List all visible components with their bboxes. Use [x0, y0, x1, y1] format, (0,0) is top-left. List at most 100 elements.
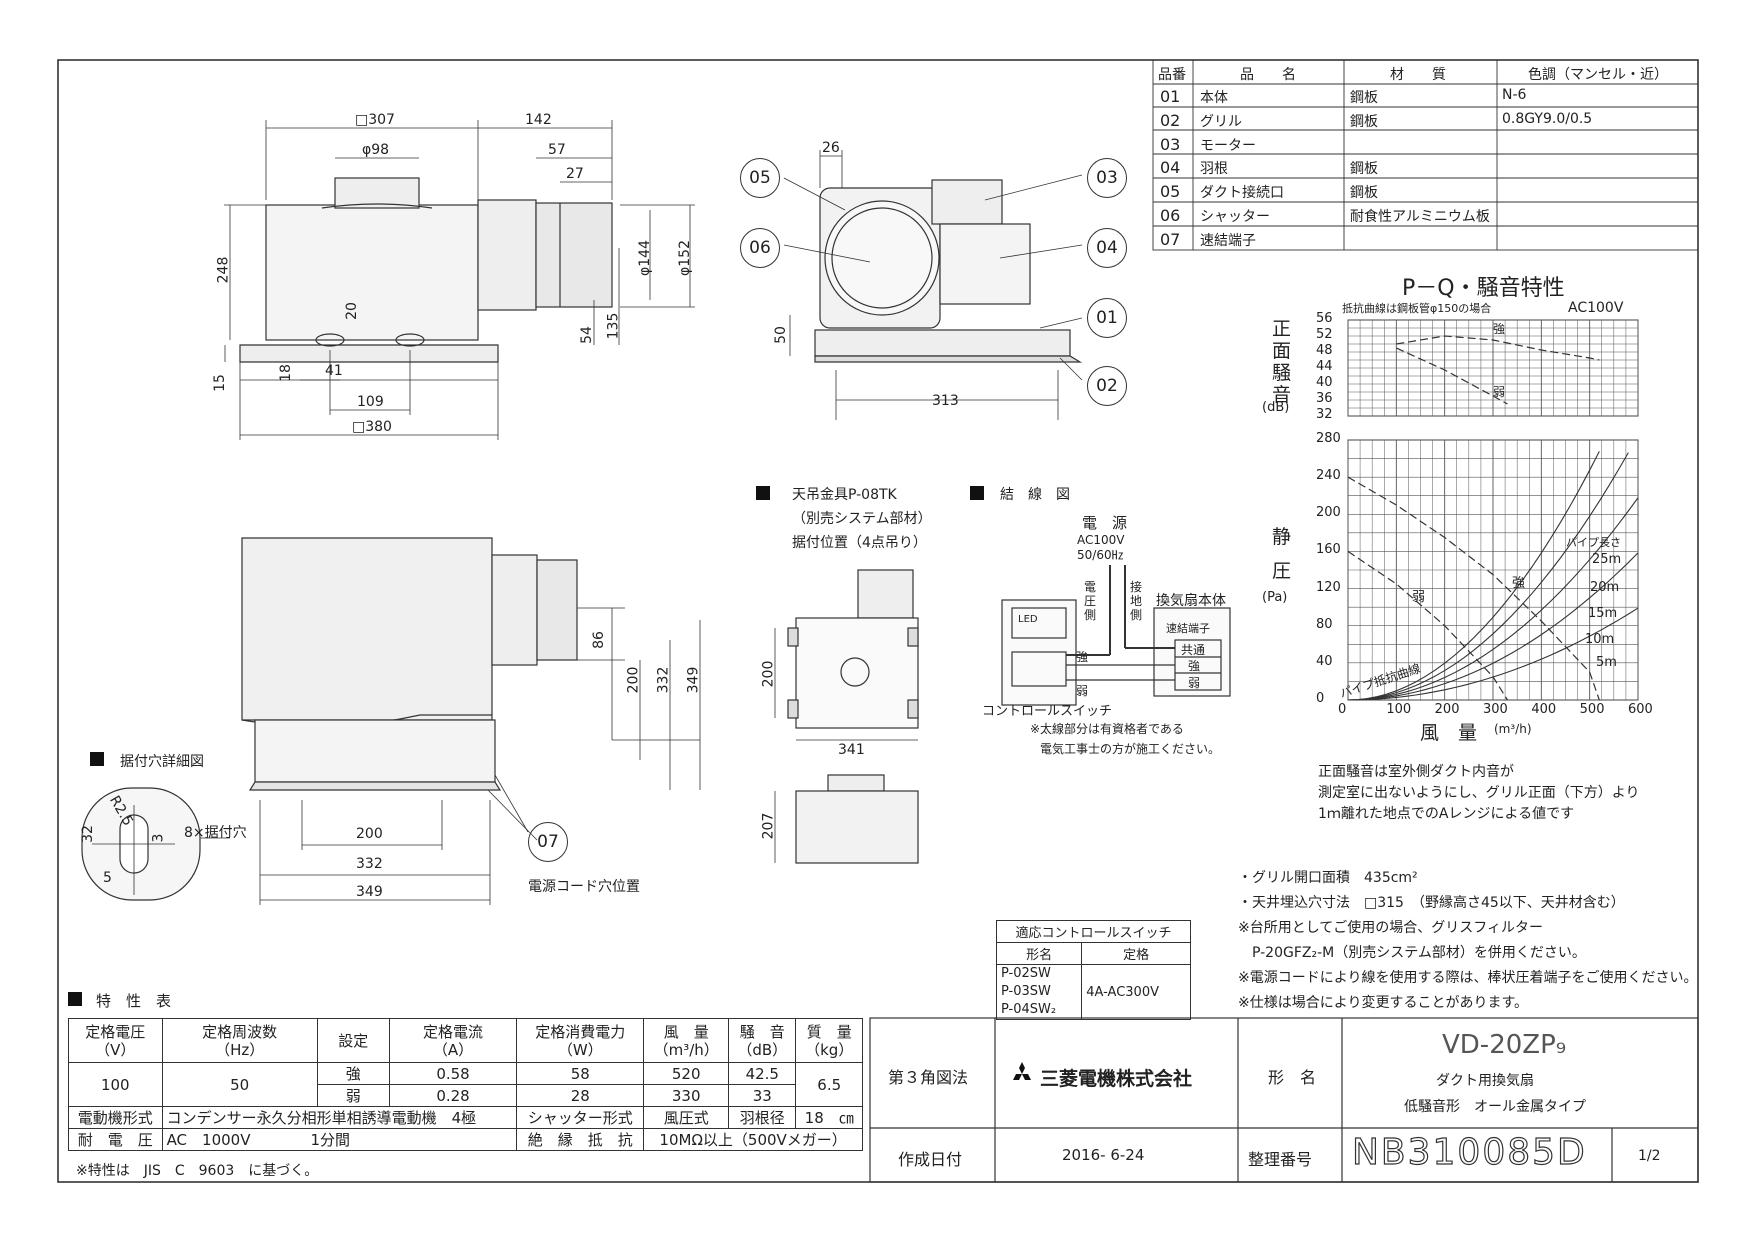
dim-32: 32 [79, 825, 96, 843]
static-pressure-grid [1347, 439, 1639, 701]
side-view-drawing [783, 150, 1083, 420]
spec-h-voltage: 定格電圧 （V） [68, 1018, 163, 1063]
dim-15: 15 [211, 374, 228, 392]
fan-body-label: 換気扇本体 [1156, 593, 1226, 609]
x-tick-label: 100 [1386, 702, 1412, 717]
spec-h-freq: 定格周波数 （Hz） [161, 1018, 318, 1063]
spec-freq: 50 [161, 1062, 318, 1107]
ctrl-model: P-04SW₂ [1001, 1002, 1057, 1017]
sp-axis-unit: (Pa) [1262, 590, 1288, 605]
spec-airflow-strong: 520 [643, 1062, 730, 1085]
parts-cell: 0.8GY9.0/0.5 [1502, 110, 1593, 127]
spec-insul-value: 10MΩ以上（500Vメガー） [643, 1128, 863, 1151]
date-value: 2016- 6-24 [1062, 1146, 1145, 1164]
parts-cell: 06 [1160, 206, 1181, 225]
ctrl-models: P-02SW P-03SW P-04SW₂ [995, 964, 1083, 1020]
spec-mass: 6.5 [795, 1062, 863, 1107]
note-line: P-20GFZ₂-M（別売システム部材）を併用ください。 [1238, 945, 1586, 961]
y-tick-label: 44 [1316, 359, 1333, 374]
parts-cell: 羽根 [1200, 161, 1228, 178]
noise-note: 正面騒音は室外側ダクト内音が 測定室に出ないようにし、グリル正面（下方）より 1… [1318, 762, 1639, 825]
hole-count-label: 8×据付穴 [184, 825, 247, 841]
parts-cell: 鋼板 [1350, 185, 1378, 202]
spec-blade-value: 18 ㎝ [795, 1106, 863, 1129]
doc-number: NB310085D [1351, 1131, 1587, 1173]
dim-27: 27 [566, 166, 584, 182]
dim-sq307: □307 [355, 112, 395, 128]
noise-note-line: 1ｍ離れた地点でのAレンジによる値です [1318, 806, 1575, 822]
pipe-resistance-curve [1347, 607, 1639, 701]
parts-cell: 02 [1160, 110, 1181, 130]
parts-cell: 07 [1160, 229, 1181, 249]
parts-header-material: 材 質 [1390, 67, 1446, 83]
bullet-square [90, 752, 104, 766]
dim-54: 54 [578, 326, 595, 344]
date-label: 作成日付 [898, 1150, 963, 1169]
y-tick-label: 40 [1316, 653, 1333, 669]
y-tick-label: 32 [1316, 407, 1333, 422]
ground-side-label: 接地側 [1130, 580, 1143, 622]
y-tick-label: 52 [1316, 327, 1333, 342]
callout-03: 03 [1087, 158, 1127, 198]
parts-cell: 05 [1160, 182, 1181, 202]
sp-weak-label: 弱 [1412, 590, 1426, 605]
x-tick-label: 400 [1531, 702, 1557, 717]
line-strong: 強 [1076, 650, 1089, 664]
dim-3: 3 [150, 833, 167, 843]
pipe-resistance-curve [1347, 497, 1639, 701]
dim-313: 313 [932, 393, 959, 409]
parts-header-no: 品番 [1158, 67, 1186, 83]
wiring-note-1: ※太線部分は有資格者である [1030, 722, 1184, 736]
dim-332-h: 332 [356, 856, 383, 872]
terminal-label: 速結端子 [1166, 622, 1210, 635]
power-label: 電 源 [1082, 514, 1128, 532]
front-view-drawing [241, 537, 701, 905]
spec-h-mass: 質 量 （kg） [795, 1018, 863, 1063]
note-line: ※台所用としてご使用の場合、グリスフィルター [1238, 920, 1544, 936]
spec-motor-value: コンデンサー永久分相形単相誘導電動機 4極 [161, 1106, 518, 1129]
note-line: ・グリル開口面積 435cm² [1238, 870, 1418, 886]
control-switch-label: コントロールスイッチ [982, 704, 1113, 719]
parts-cell: N-6 [1502, 87, 1527, 103]
spec-shutter-value: 風圧式 [643, 1106, 730, 1129]
pipe-20m: 20m [1590, 580, 1620, 595]
y-tick-label: 48 [1316, 343, 1333, 358]
spec-title: 特 性 表 [96, 992, 172, 1010]
pipe-25m: 25m [1592, 552, 1622, 567]
dim-57: 57 [548, 142, 566, 158]
dim-5: 5 [103, 870, 112, 886]
noise-axis-unit: (dB) [1262, 400, 1290, 415]
spec-h-current: 定格電流 （A） [388, 1018, 518, 1063]
dim-86: 86 [590, 631, 607, 649]
dim-sq380: □380 [352, 419, 392, 435]
led-label: LED [1018, 614, 1038, 625]
noise-axis-label: 正面騒音 [1272, 318, 1292, 406]
model-desc1: ダクト用換気扇 [1436, 1073, 1534, 1089]
y-tick-label: 120 [1316, 579, 1341, 595]
company-name: 三菱電機株式会社 [1040, 1068, 1193, 1090]
hanger-sub1: （別売システム部材） [792, 511, 932, 527]
y-tick-label: 200 [1316, 505, 1341, 521]
pipe-resistance-curve [1347, 552, 1639, 701]
parts-cell: 速結端子 [1200, 232, 1256, 249]
spec-h-noise: 騒 音 （dB） [728, 1018, 797, 1063]
dim-142: 142 [525, 112, 552, 128]
control-switch-table: 適応コントロールスイッチ 形名定格 P-02SW P-03SW P-04SW₂ … [995, 920, 1191, 1020]
note-line: ※電源コードにより線を使用する際は、棒状圧着端子をご使用ください。 [1238, 970, 1698, 986]
parts-cell: 本体 [1200, 90, 1228, 106]
dim-341: 341 [838, 742, 865, 758]
dim-200-hanger: 200 [760, 660, 777, 688]
chart-ac: AC100V [1568, 300, 1624, 316]
dim-349-v: 349 [685, 666, 702, 694]
ctrl-model: P-02SW [1001, 966, 1051, 981]
parts-cell: 鋼板 [1350, 161, 1378, 178]
parts-cell: 03 [1160, 134, 1181, 154]
model-number: VD-20ZP₉ [1442, 1030, 1567, 1060]
spec-blade-label: 羽根径 [728, 1106, 797, 1129]
parts-cell: グリル [1200, 113, 1242, 130]
note-line: ※仕様は場合により変更することがあります。 [1238, 995, 1529, 1011]
spec-shutter-label: シャッター形式 [516, 1106, 645, 1129]
noise-grid [1347, 319, 1639, 417]
terminal-strong: 強 [1188, 659, 1201, 673]
